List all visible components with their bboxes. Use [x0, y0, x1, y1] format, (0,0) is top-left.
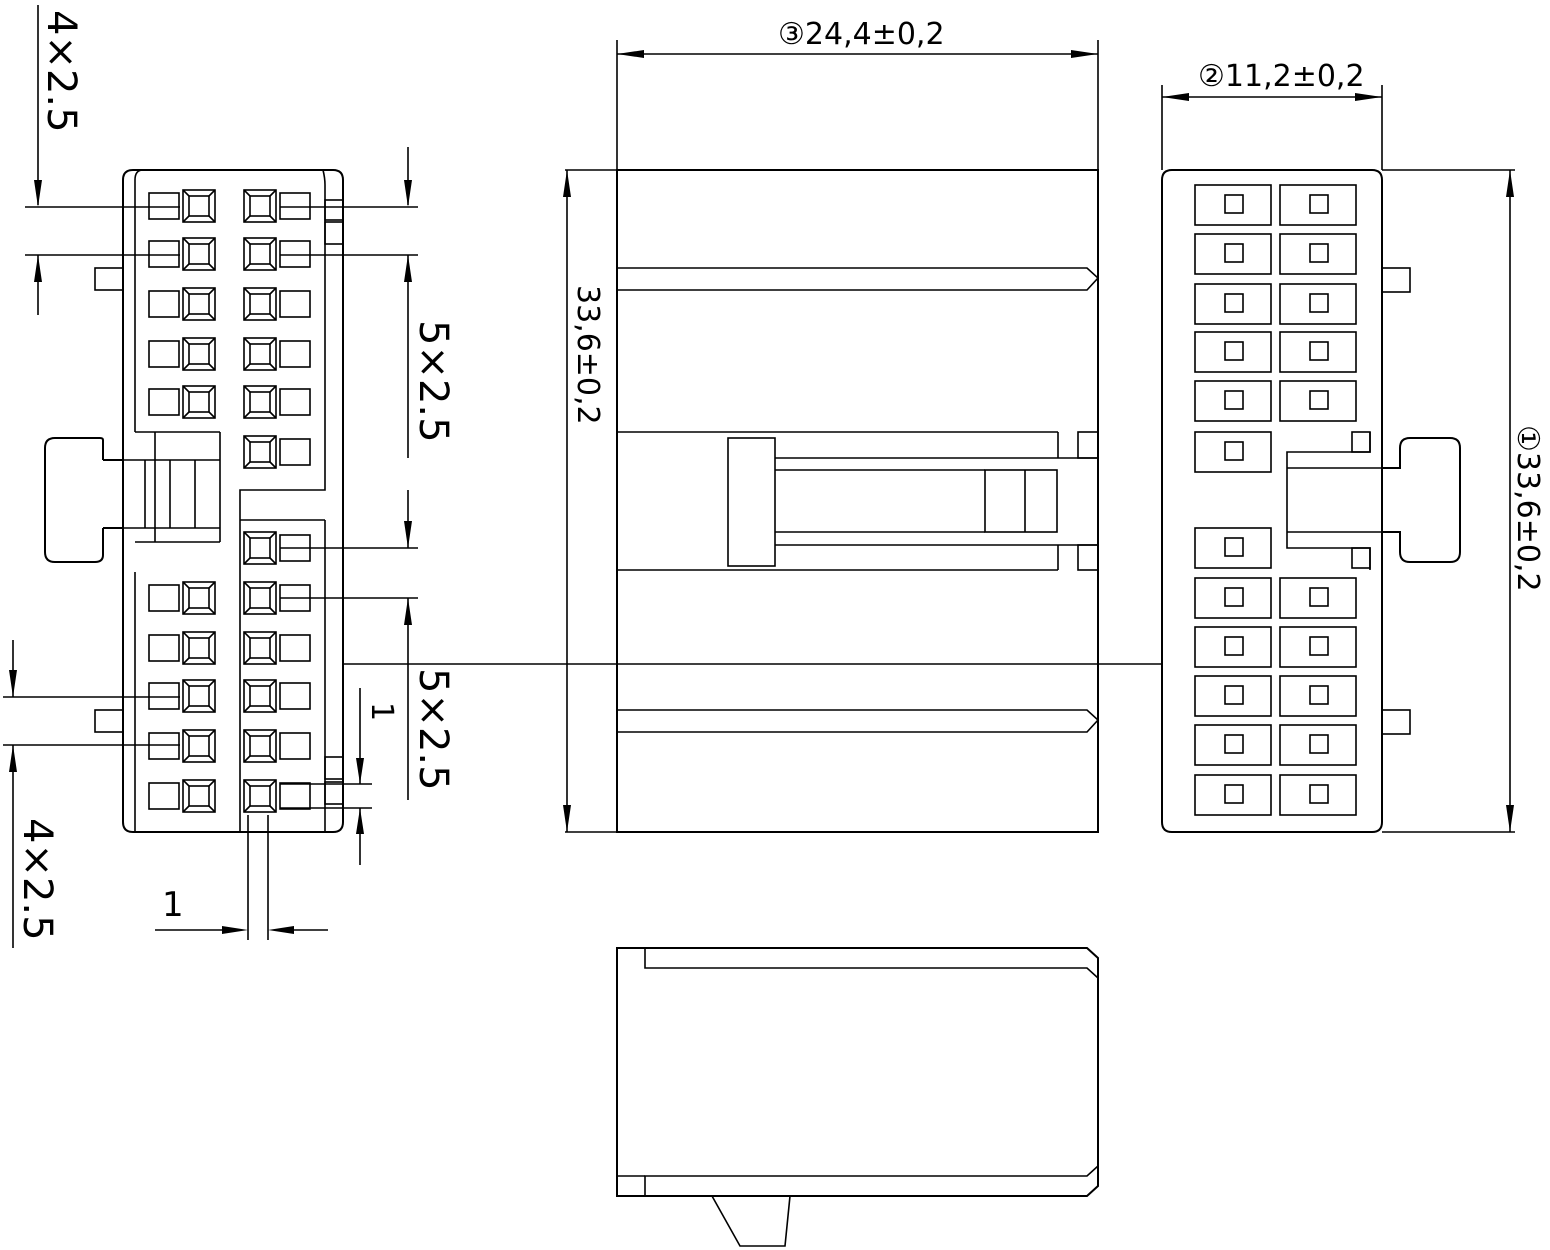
dim-offset-small-h: 1	[162, 885, 184, 925]
front-view	[44, 169, 344, 833]
pin-cavity	[182, 287, 216, 321]
pin-box	[148, 584, 180, 612]
pin-cavity	[243, 531, 277, 565]
pin-box	[279, 240, 311, 268]
pin-cavity	[243, 729, 277, 763]
pin-box	[279, 340, 311, 368]
rear-cavity	[1279, 331, 1357, 373]
pin-cavity	[182, 189, 216, 223]
pin-box	[279, 388, 311, 416]
rear-cavity	[1194, 431, 1272, 473]
front-view-dimensions: 4×2.5 5×2.5 5×2.5 1 4×2.5	[3, 5, 1162, 948]
pin-box	[279, 634, 311, 662]
rear-cavity	[1279, 724, 1357, 766]
rear-cavity	[1279, 626, 1357, 668]
rear-cavity	[1194, 380, 1272, 422]
rear-cavity	[1194, 774, 1272, 816]
pin-box	[279, 682, 311, 710]
pin-box	[279, 290, 311, 318]
dim-height-right: ①33,6±0,2	[1510, 425, 1545, 592]
rear-cavity	[1279, 577, 1357, 619]
pin-box	[279, 782, 311, 810]
pin-box	[148, 782, 180, 810]
dim-pitch-top-left: 4×2.5	[38, 10, 84, 133]
dim-offset-small-v: 1	[364, 702, 399, 721]
rear-cavity	[1194, 577, 1272, 619]
rear-cavity	[1194, 184, 1272, 226]
pin-cavity	[182, 679, 216, 713]
rear-cavity	[1279, 233, 1357, 275]
bottom-view	[616, 947, 1099, 1247]
pin-cavity	[243, 287, 277, 321]
rear-view-dimensions: ②11,2±0,2 ①33,6±0,2	[1161, 59, 1545, 832]
pin-cavity	[243, 237, 277, 271]
dim-height-left: 33,6±0,2	[570, 285, 605, 425]
pin-cavity	[182, 337, 216, 371]
pin-cavity	[182, 631, 216, 665]
pin-box	[148, 682, 180, 710]
rear-cavity	[1194, 527, 1272, 569]
pin-cavity	[182, 729, 216, 763]
pin-box	[148, 340, 180, 368]
pin-box	[148, 240, 180, 268]
pin-box	[148, 290, 180, 318]
side-view-dimensions: ③24,4±0,2 33,6±0,2	[563, 17, 1099, 832]
pin-box	[148, 732, 180, 760]
pin-box	[279, 192, 311, 220]
rear-cavity	[1279, 184, 1357, 226]
dim-pitch-top-right: 5×2.5	[410, 320, 456, 443]
pin-box	[148, 388, 180, 416]
rear-cavity	[1279, 774, 1357, 816]
pin-box	[279, 438, 311, 466]
dim-pitch-bottom-left: 4×2.5	[14, 818, 60, 941]
pin-cavity	[182, 237, 216, 271]
rear-cavity	[1194, 283, 1272, 325]
rear-cavity	[1279, 380, 1357, 422]
front-pin-cavities	[148, 189, 311, 813]
pin-cavity	[182, 385, 216, 419]
pin-box	[279, 732, 311, 760]
pin-cavity	[243, 779, 277, 813]
pin-cavity	[243, 631, 277, 665]
pin-cavity	[182, 779, 216, 813]
pin-cavity	[182, 581, 216, 615]
rear-cavity	[1194, 233, 1272, 275]
side-view	[565, 169, 1100, 833]
pin-cavity	[243, 581, 277, 615]
pin-cavity	[243, 189, 277, 223]
rear-cavity	[1194, 724, 1272, 766]
pin-box	[148, 192, 180, 220]
pin-cavity	[243, 337, 277, 371]
rear-cavity	[1279, 675, 1357, 717]
pin-box	[148, 634, 180, 662]
rear-view	[1161, 169, 1515, 833]
pin-cavity	[243, 679, 277, 713]
dim-depth: ②11,2±0,2	[1198, 59, 1365, 94]
rear-cavity	[1194, 331, 1272, 373]
rear-cavity	[1194, 675, 1272, 717]
dim-pitch-bottom-right: 5×2.5	[410, 668, 456, 791]
rear-pin-cavities	[1194, 184, 1357, 816]
dim-width-overall: ③24,4±0,2	[778, 17, 945, 52]
pin-cavity	[243, 435, 277, 469]
pin-cavity	[243, 385, 277, 419]
rear-cavity	[1194, 626, 1272, 668]
rear-cavity	[1279, 283, 1357, 325]
